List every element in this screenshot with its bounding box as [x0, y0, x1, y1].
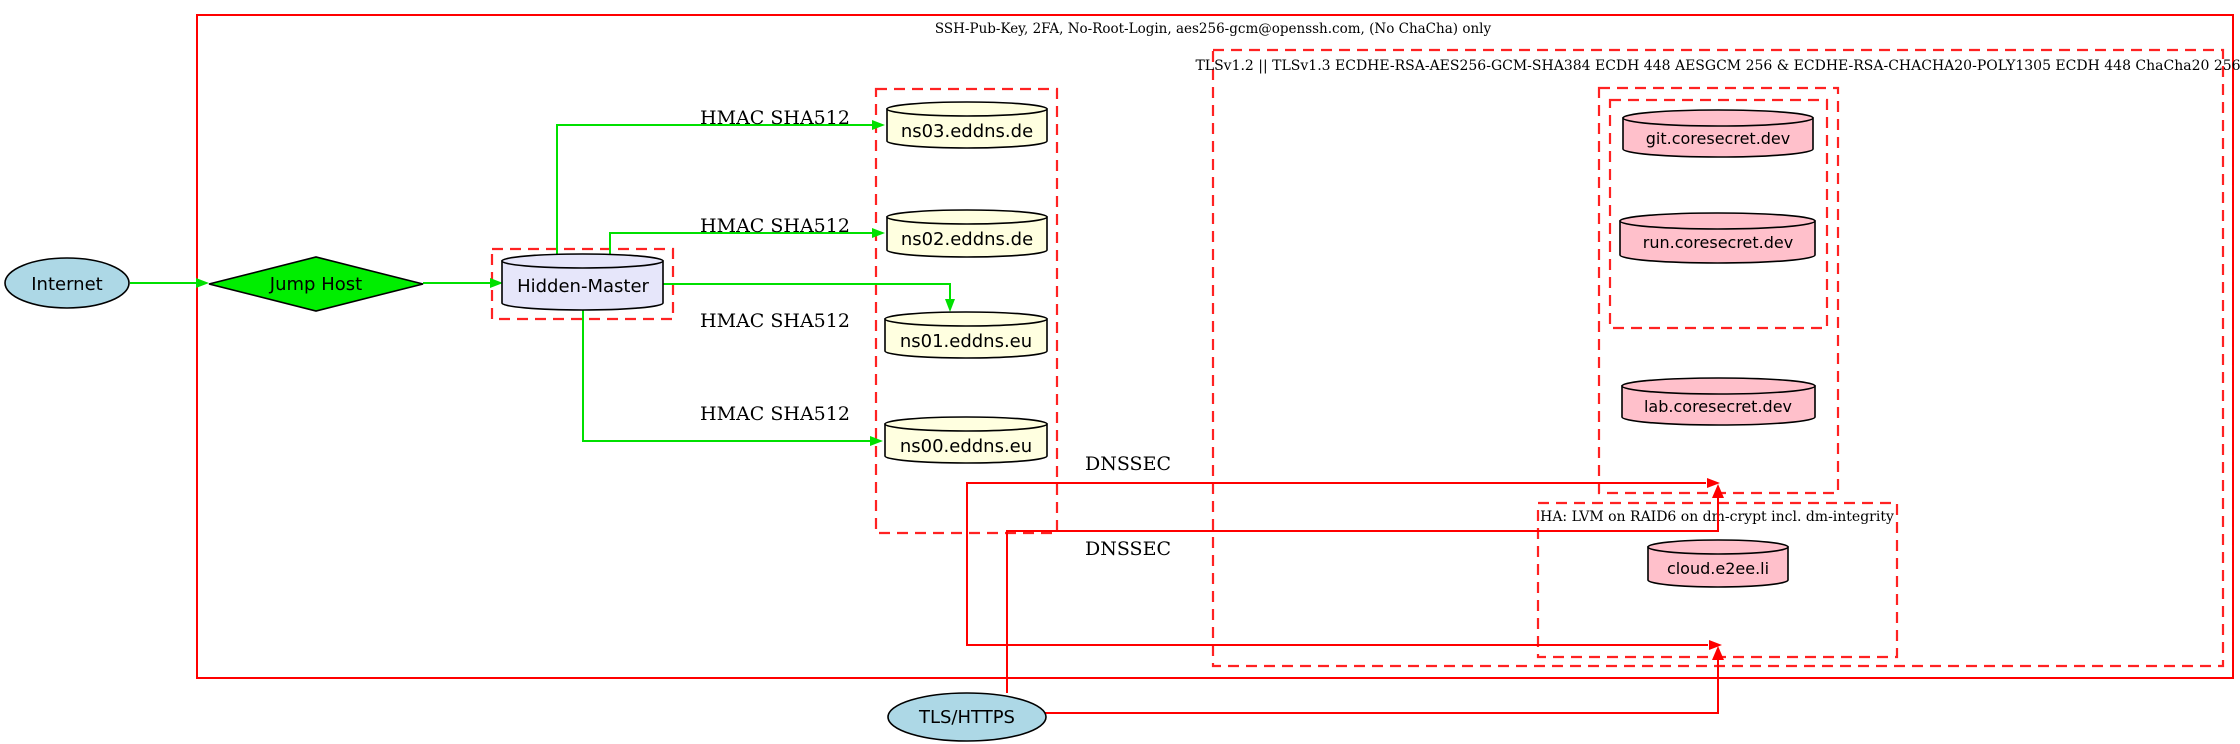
tls-https-ellipse — [887, 692, 1047, 742]
ns03-label: ns03.eddns.de — [901, 121, 1033, 142]
ns01-lid — [884, 311, 1048, 327]
arrowhead-jumphost — [196, 278, 209, 288]
arrowhead-right-dnssec-top — [1707, 478, 1720, 488]
edge-master-ns02 — [609, 232, 872, 256]
ns01-body — [884, 318, 1048, 359]
ns01-label: ns01.eddns.eu — [900, 331, 1032, 352]
lab-label: lab.coresecret.dev — [1644, 397, 1792, 416]
dnssec-label-top: DNSSEC — [1085, 453, 1171, 475]
node-jump-host: Jump Host — [208, 256, 424, 312]
dnssec-label-bottom: DNSSEC — [1085, 538, 1171, 560]
edge-master-ns01 — [663, 283, 951, 299]
arrowhead-ns00 — [870, 436, 883, 446]
edge-master-ns03 — [556, 124, 872, 256]
cloud-label: cloud.e2ee.li — [1667, 559, 1769, 578]
ns00-lid — [884, 416, 1048, 432]
arrowhead-right-dnssec-bottom — [1709, 640, 1722, 650]
run-label: run.coresecret.dev — [1643, 233, 1793, 252]
edge-dnssec-double — [966, 482, 1708, 646]
tls-https-label: TLS/HTTPS — [918, 707, 1015, 728]
run-lid — [1619, 212, 1816, 230]
hidden-master-body — [501, 260, 664, 311]
node-lab: lab.coresecret.dev — [1621, 377, 1816, 426]
internet-label: Internet — [31, 274, 102, 295]
hmac-label-ns00: HMAC SHA512 — [700, 403, 850, 425]
cloud-body — [1647, 546, 1789, 588]
edge-master-ns00 — [582, 310, 870, 442]
git-label: git.coresecret.dev — [1646, 129, 1791, 148]
ns02-lid — [886, 209, 1048, 225]
ns03-body — [886, 108, 1048, 149]
hmac-label-ns01: HMAC SHA512 — [700, 310, 850, 332]
node-ns02: ns02.eddns.de — [886, 209, 1048, 258]
internet-ellipse — [4, 257, 130, 309]
run-body — [1619, 220, 1816, 264]
ssh-perimeter-label: SSH-Pub-Key, 2FA, No-Root-Login, aes256-… — [935, 21, 1492, 37]
ns02-label: ns02.eddns.de — [901, 229, 1033, 250]
red-edges — [966, 482, 1719, 714]
ns03-lid — [886, 101, 1048, 117]
arrowhead-ns01 — [945, 299, 955, 312]
nameserver-cluster-border — [874, 87, 1059, 535]
node-ns01: ns01.eddns.eu — [884, 311, 1048, 359]
node-tls-https: TLS/HTTPS — [887, 692, 1047, 742]
ssh-perimeter-border — [196, 14, 2234, 679]
hmac-label-ns02: HMAC SHA512 — [700, 215, 850, 237]
hidden-master-lid — [501, 253, 664, 269]
git-body — [1622, 117, 1814, 158]
ns00-body — [884, 423, 1048, 464]
ns02-body — [886, 216, 1048, 258]
arrowhead-up-coresecret — [1712, 484, 1724, 498]
arrowhead-master — [490, 278, 503, 288]
coresecret-inner-cluster-border — [1608, 98, 1829, 330]
cloud-lid — [1647, 539, 1789, 555]
red-arrowheads — [1707, 478, 1724, 660]
green-edges — [130, 124, 951, 442]
ns00-label: ns00.eddns.eu — [900, 436, 1032, 457]
edge-tlshttps-ha — [1045, 659, 1719, 714]
git-lid — [1622, 109, 1814, 127]
arrowhead-ns03 — [872, 120, 885, 130]
lab-lid — [1621, 377, 1816, 395]
jump-host-label: Jump Host — [269, 274, 362, 295]
arrowhead-up-ha — [1712, 646, 1724, 660]
node-ns00: ns00.eddns.eu — [884, 416, 1048, 464]
node-git: git.coresecret.dev — [1622, 109, 1814, 158]
edge-labels: HMAC SHA512 HMAC SHA512 HMAC SHA512 HMAC… — [700, 107, 1171, 560]
node-cloud: cloud.e2ee.li — [1647, 539, 1789, 588]
lab-body — [1621, 385, 1816, 426]
node-ns03: ns03.eddns.de — [886, 101, 1048, 149]
arrowhead-ns02 — [872, 228, 885, 238]
hidden-master-label: Hidden-Master — [517, 276, 649, 297]
jump-host-diamond — [208, 256, 424, 312]
node-hidden-master: Hidden-Master — [501, 253, 664, 311]
node-run: run.coresecret.dev — [1619, 212, 1816, 264]
green-arrowheads — [196, 120, 955, 446]
edge-tlshttps-coresecret — [1006, 497, 1719, 693]
hmac-label-ns03: HMAC SHA512 — [700, 107, 850, 129]
node-internet: Internet — [4, 257, 130, 309]
tls-zone-label: TLSv1.2 || TLSv1.3 ECDHE-RSA-AES256-GCM-… — [1195, 58, 2240, 74]
